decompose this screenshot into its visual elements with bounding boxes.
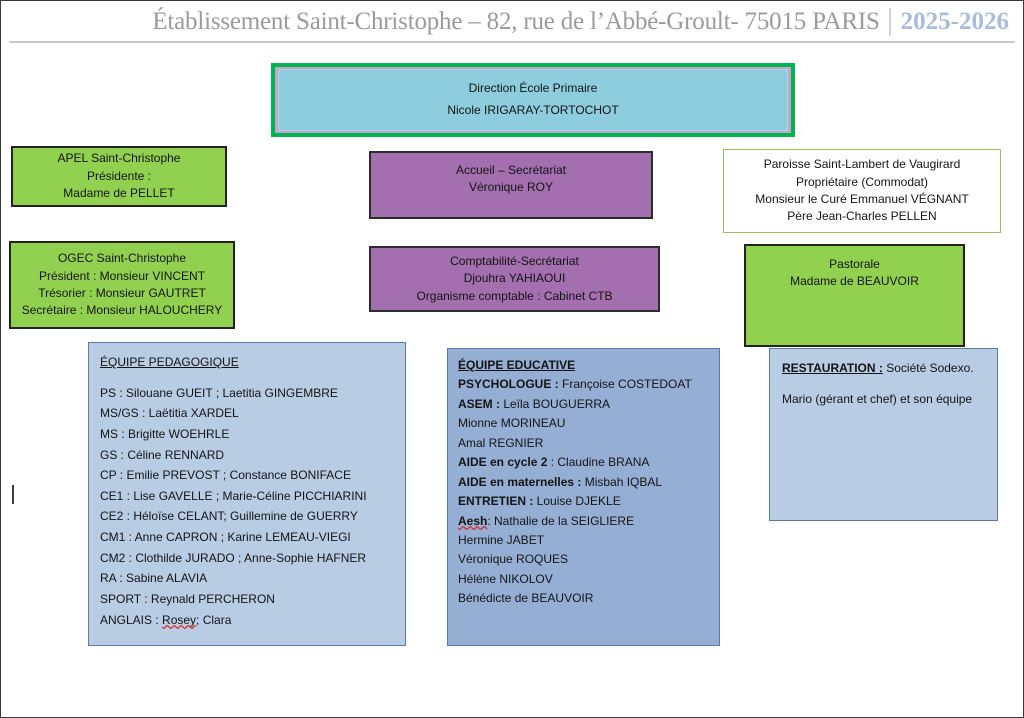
anglais-label: ANGLAIS : [100,612,163,627]
equipe-educative-aesh-row: Aesh: Nathalie de la SEIGLIERE [458,512,719,531]
direction-box: Direction École Primaire Nicole IRIGARAY… [271,63,795,137]
pastorale-line-2: Madame de BEAUVOIR [790,274,919,289]
direction-name: Nicole IRIGARAY-TORTOCHOT [447,103,619,117]
accueil-secretariat-box: Accueil – Secrétariat Véronique ROY [369,151,653,219]
equipe-pedagogique-heading: ÉQUIPE PEDAGOGIQUE [100,355,239,369]
direction-box-inner-border: Direction École Primaire Nicole IRIGARAY… [275,67,791,133]
list-item: Véronique ROQUES [458,552,569,567]
list-item: ENTRETIEN : Louise DJEKLE [458,492,719,511]
page-title: Établissement Saint-Christophe – 82, rue… [152,8,880,35]
restauration-box: RESTAURATION : Société Sodexo. Mario (gé… [769,348,998,521]
accueil-line-2: Véronique ROY [468,180,554,195]
accueil-line-1: Accueil – Secrétariat [455,163,567,177]
list-item-value: Amal REGNIER [458,435,544,450]
restauration-line-2: Mario (gérant et chef) et son équipe [782,392,973,407]
list-item-value: Misbah IQBAL [581,474,663,489]
apel-line-1: APEL Saint-Christophe [57,151,181,166]
paroisse-box: Paroisse Saint-Lambert de Vaugirard Prop… [723,149,1001,233]
list-item: GS : Céline RENNARD [100,447,225,462]
aesh-rest: : Nathalie de la SEIGLIERE [487,513,635,528]
comptabilite-line-1: Comptabilité-Secrétariat [450,253,579,268]
paroisse-line-1: Paroisse Saint-Lambert de Vaugirard [763,157,961,172]
restauration-company: Société Sodexo. [882,361,974,375]
list-item: MS/GS : Laëtitia XARDEL [100,406,239,421]
apel-line-2: Présidente : [86,168,152,183]
ogec-line-3: Trésorier : Monsieur GAUTRET [38,286,206,300]
spacer [100,373,405,383]
comptabilite-line-2: Djouhra YAHIAOUI [463,271,566,286]
document-header: Établissement Saint-Christophe – 82, rue… [9,3,1015,43]
restauration-heading-row: RESTAURATION : Société Sodexo. [782,359,997,378]
restauration-heading: RESTAURATION : [782,361,883,375]
paroisse-line-4: Père Jean-Charles PELLEN [787,209,937,224]
aesh-label: Aesh [458,513,488,528]
list-item: MS : Brigitte WOEHRLE [100,426,230,441]
list-item: PS : Silouane GUEIT ; Laetitia GINGEMBRE [100,385,338,400]
list-item: Bénédicte de BEAUVOIR [458,591,594,606]
list-item-label: PSYCHOLOGUE : [458,377,559,392]
comptabilite-line-3: Organisme comptable : Cabinet CTB [416,288,613,303]
list-item: CP : Emilie PREVOST ; Constance BONIFACE [100,468,351,483]
equipe-pedagogique-anglais-row: ANGLAIS : Rosey; Clara [100,610,405,631]
paroisse-line-3: Monsieur le Curé Emmanuel VÉGNANT [755,192,969,206]
list-item: AIDE en maternelles : Misbah IQBAL [458,473,719,492]
list-item: Mionne MORINEAU [458,414,719,433]
list-item: ASEM : Leïla BOUGUERRA [458,395,719,414]
pastorale-box: Pastorale Madame de BEAUVOIR [744,244,965,347]
pastorale-line-1: Pastorale [829,257,880,271]
equipe-educative-box: ÉQUIPE EDUCATIVE PSYCHOLOGUE : Françoise… [447,348,720,646]
ogec-line-2: Président : Monsieur VINCENT [38,268,206,283]
list-item: CE2 : Héloïse CELANT; Guillemine de GUER… [100,509,358,524]
spacer [782,378,997,390]
list-item-label: ENTRETIEN : [458,494,534,509]
list-item: SPORT : Reynald PERCHERON [100,591,275,606]
equipe-pedagogique-rows: PS : Silouane GUEIT ; Laetitia GINGEMBRE… [100,383,405,610]
list-item-value: Mionne MORINEAU [458,416,566,431]
apel-box: APEL Saint-Christophe Présidente : Madam… [11,146,227,207]
list-item-label: AIDE en cycle 2 [458,455,548,470]
list-item-value: Louise DJEKLE [533,494,621,509]
list-item-value: Françoise COSTEDOAT [558,377,692,392]
list-item: CE1 : Lise GAVELLE ; Marie-Céline PICCHI… [100,488,367,503]
paroisse-line-2: Propriétaire (Commodat) [795,174,929,189]
list-item: RA : Sabine ALAVIA [100,571,208,586]
school-year: 2025-2026 [900,8,1009,35]
equipe-pedagogique-box: ÉQUIPE PEDAGOGIQUE PS : Silouane GUEIT ;… [88,342,406,646]
list-item: CM1 : Anne CAPRON ; Karine LEMEAU-VIEGI [100,530,351,544]
anglais-misspelled-word: Rosey [162,612,197,627]
list-item: Hermine JABET [458,532,545,547]
list-item-value: Leïla BOUGUERRA [500,396,611,411]
list-item: Amal REGNIER [458,434,719,453]
direction-title: Direction École Primaire [468,81,598,96]
equipe-educative-tail-rows: Hermine JABET Véronique ROQUES Hélène NIKO… [458,531,719,609]
ogec-line-1: OGEC Saint-Christophe [57,251,187,266]
list-item: PSYCHOLOGUE : Françoise COSTEDOAT [458,375,719,394]
anglais-rest: ; Clara [196,612,232,627]
direction-box-content: Direction École Primaire Nicole IRIGARAY… [278,69,788,131]
ogec-line-4: Secrétaire : Monsieur HALOUCHERY [21,303,223,318]
list-item-label: AIDE en maternelles : [458,474,582,489]
equipe-educative-heading: ÉQUIPE EDUCATIVE [458,358,576,372]
list-item: CM2 : Clothilde JURADO ; Anne-Sophie HAF… [100,550,367,565]
apel-line-3: Madame de PELLET [63,186,175,201]
list-item-value: : Claudine BRANA [547,455,650,470]
text-cursor [12,485,14,504]
ogec-box: OGEC Saint-Christophe Président : Monsie… [9,241,235,329]
list-item-label: ASEM : [458,396,500,411]
list-item: Hélène NIKOLOV [458,571,553,586]
school-year-container: 2025-2026 [888,8,1015,36]
comptabilite-box: Comptabilité-Secrétariat Djouhra YAHIAOU… [369,246,660,312]
list-item: AIDE en cycle 2 : Claudine BRANA [458,453,719,472]
